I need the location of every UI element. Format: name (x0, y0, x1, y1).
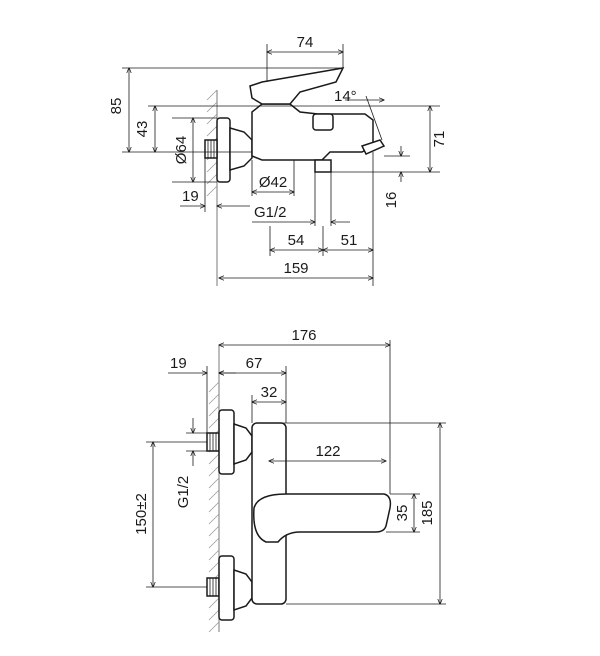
front-lower-rosette (218, 555, 235, 621)
dim-176: 176 (219, 327, 390, 494)
dim-185: 185 (286, 423, 446, 604)
dim-43: 43 (134, 106, 440, 152)
front-upper-rosette (218, 409, 235, 475)
dim-74: 74 (267, 34, 343, 82)
dim-19-top-label: 19 (182, 188, 199, 205)
top-spout (360, 139, 386, 155)
dim-64-label: Ø64 (173, 136, 190, 164)
front-lever (253, 493, 392, 543)
front-upper-connector (233, 422, 253, 466)
top-body (251, 103, 374, 161)
top-nozzle (314, 159, 332, 173)
dim-159: 159 (219, 260, 373, 278)
dim-g12-front-label: G1/2 (175, 476, 192, 509)
dim-150-label: 150±2 (133, 493, 150, 535)
dim-150: 150±2 (133, 442, 207, 587)
dim-19-front: 19 (168, 355, 236, 433)
dim-85-label: 85 (108, 98, 125, 115)
top-faucet (204, 67, 386, 183)
dim-16-label: 16 (383, 192, 400, 209)
dim-64: Ø64 (172, 118, 217, 182)
top-view: 74 85 43 14° Ø64 (108, 34, 448, 286)
dim-32-label: 32 (261, 384, 278, 401)
dim-16: 16 (383, 146, 410, 208)
dim-159-label: 159 (283, 260, 308, 277)
top-rosette (216, 117, 231, 183)
top-lever (249, 67, 345, 105)
dim-71: 71 (331, 106, 448, 172)
dim-g12-top: G1/2 (252, 172, 350, 226)
front-faucet (206, 409, 392, 621)
dim-122-label: 122 (315, 443, 340, 460)
dim-42: Ø42 (252, 160, 294, 196)
dim-32: 32 (252, 384, 286, 423)
dim-85: 85 (108, 68, 343, 152)
dim-35: 35 (386, 494, 420, 532)
dim-51-label: 51 (341, 232, 358, 249)
dim-185-label: 185 (419, 500, 436, 525)
dim-g12-top-label: G1/2 (254, 204, 287, 221)
dim-74-label: 74 (297, 34, 314, 51)
dim-42-label: Ø42 (259, 174, 287, 191)
dim-19-front-label: 19 (170, 355, 187, 372)
dim-19-top: 19 (180, 158, 250, 212)
dim-54-label: 54 (288, 232, 305, 249)
front-lower-connector (233, 568, 253, 612)
dim-35-label: 35 (394, 505, 411, 522)
top-wall (206, 89, 218, 286)
dim-176-label: 176 (291, 327, 316, 344)
front-view: 176 19 67 32 122 (133, 327, 446, 633)
dim-67: 67 (219, 355, 286, 423)
dim-122: 122 (269, 422, 446, 461)
top-connector (229, 127, 253, 171)
dim-54-51: 54 51 (270, 152, 373, 286)
dim-g12-front: G1/2 (175, 418, 207, 508)
dim-71-label: 71 (431, 131, 448, 148)
top-diverter (312, 113, 334, 131)
dim-14deg-label: 14° (334, 88, 357, 105)
dim-67-label: 67 (246, 355, 263, 372)
dim-14deg: 14° (334, 88, 384, 141)
dim-43-label: 43 (134, 121, 151, 138)
